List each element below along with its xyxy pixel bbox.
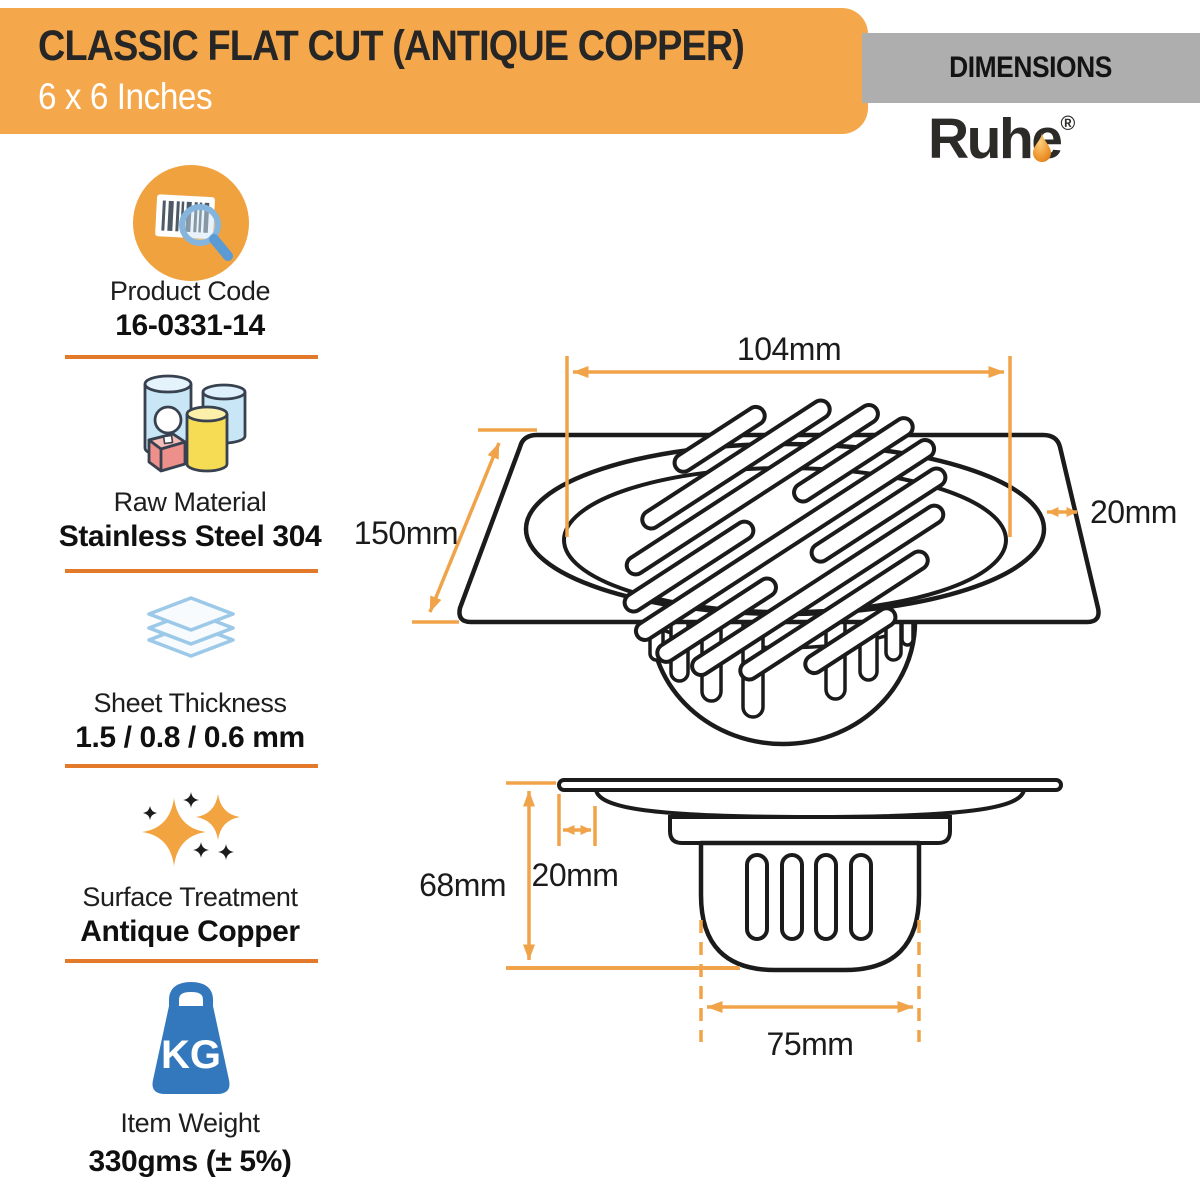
spec-value: Stainless Steel 304 bbox=[58, 520, 322, 553]
spec-label: Sheet Thickness bbox=[93, 688, 287, 718]
spec-value: Antique Copper bbox=[80, 915, 300, 948]
grate-slots bbox=[622, 398, 948, 682]
cup-slots bbox=[745, 853, 873, 941]
droplet-icon bbox=[1033, 132, 1051, 162]
dimensions-header: DIMENSIONS bbox=[862, 33, 1200, 103]
dimension-drawing: 104mm 150mm 20mm 68mm 20mm 75mm bbox=[354, 331, 1178, 1062]
material-containers-icon bbox=[143, 374, 247, 473]
title-banner: CLASSIC FLAT CUT (ANTIQUE COPPER) 6 x 6 … bbox=[0, 8, 868, 134]
spec-label: Product Code bbox=[109, 276, 271, 306]
product-title: CLASSIC FLAT CUT (ANTIQUE COPPER) bbox=[38, 22, 745, 70]
stacked-sheets-icon bbox=[147, 596, 235, 658]
dim-grate-width: 104mm bbox=[737, 331, 841, 367]
divider bbox=[65, 569, 318, 573]
barcode-magnifier-icon bbox=[133, 165, 249, 281]
spec-value: 330gms (± 5%) bbox=[88, 1145, 292, 1178]
dim-plate-side: 150mm bbox=[354, 515, 458, 551]
dim-height: 68mm bbox=[419, 867, 506, 903]
dimensions-label: DIMENSIONS bbox=[949, 51, 1113, 84]
side-view-drawing bbox=[557, 778, 1063, 973]
spec-label: Item Weight bbox=[120, 1108, 260, 1138]
divider bbox=[65, 355, 318, 359]
kg-bag-icon: KG bbox=[152, 981, 230, 1094]
brand-logo: Ruhe® bbox=[928, 106, 1178, 174]
sparkles-icon bbox=[142, 792, 240, 866]
spec-label: Surface Treatment bbox=[82, 882, 298, 912]
side-view-dimensions bbox=[506, 781, 921, 1042]
top-view-dimensions bbox=[412, 356, 1078, 624]
divider bbox=[65, 959, 318, 963]
dim-flange-overhang: 20mm bbox=[532, 857, 619, 893]
registered-mark: ® bbox=[1060, 113, 1076, 135]
divider bbox=[65, 764, 318, 768]
spec-value: 1.5 / 0.8 / 0.6 mm bbox=[75, 721, 305, 754]
spec-label: Raw Material bbox=[113, 487, 267, 517]
dim-edge-margin: 20mm bbox=[1090, 494, 1177, 530]
top-view-drawing bbox=[457, 398, 1101, 747]
product-size: 6 x 6 Inches bbox=[38, 76, 213, 117]
dim-outlet-width: 75mm bbox=[767, 1026, 854, 1062]
svg-text:KG: KG bbox=[161, 1033, 221, 1077]
spec-value: 16-0331-14 bbox=[115, 309, 265, 342]
